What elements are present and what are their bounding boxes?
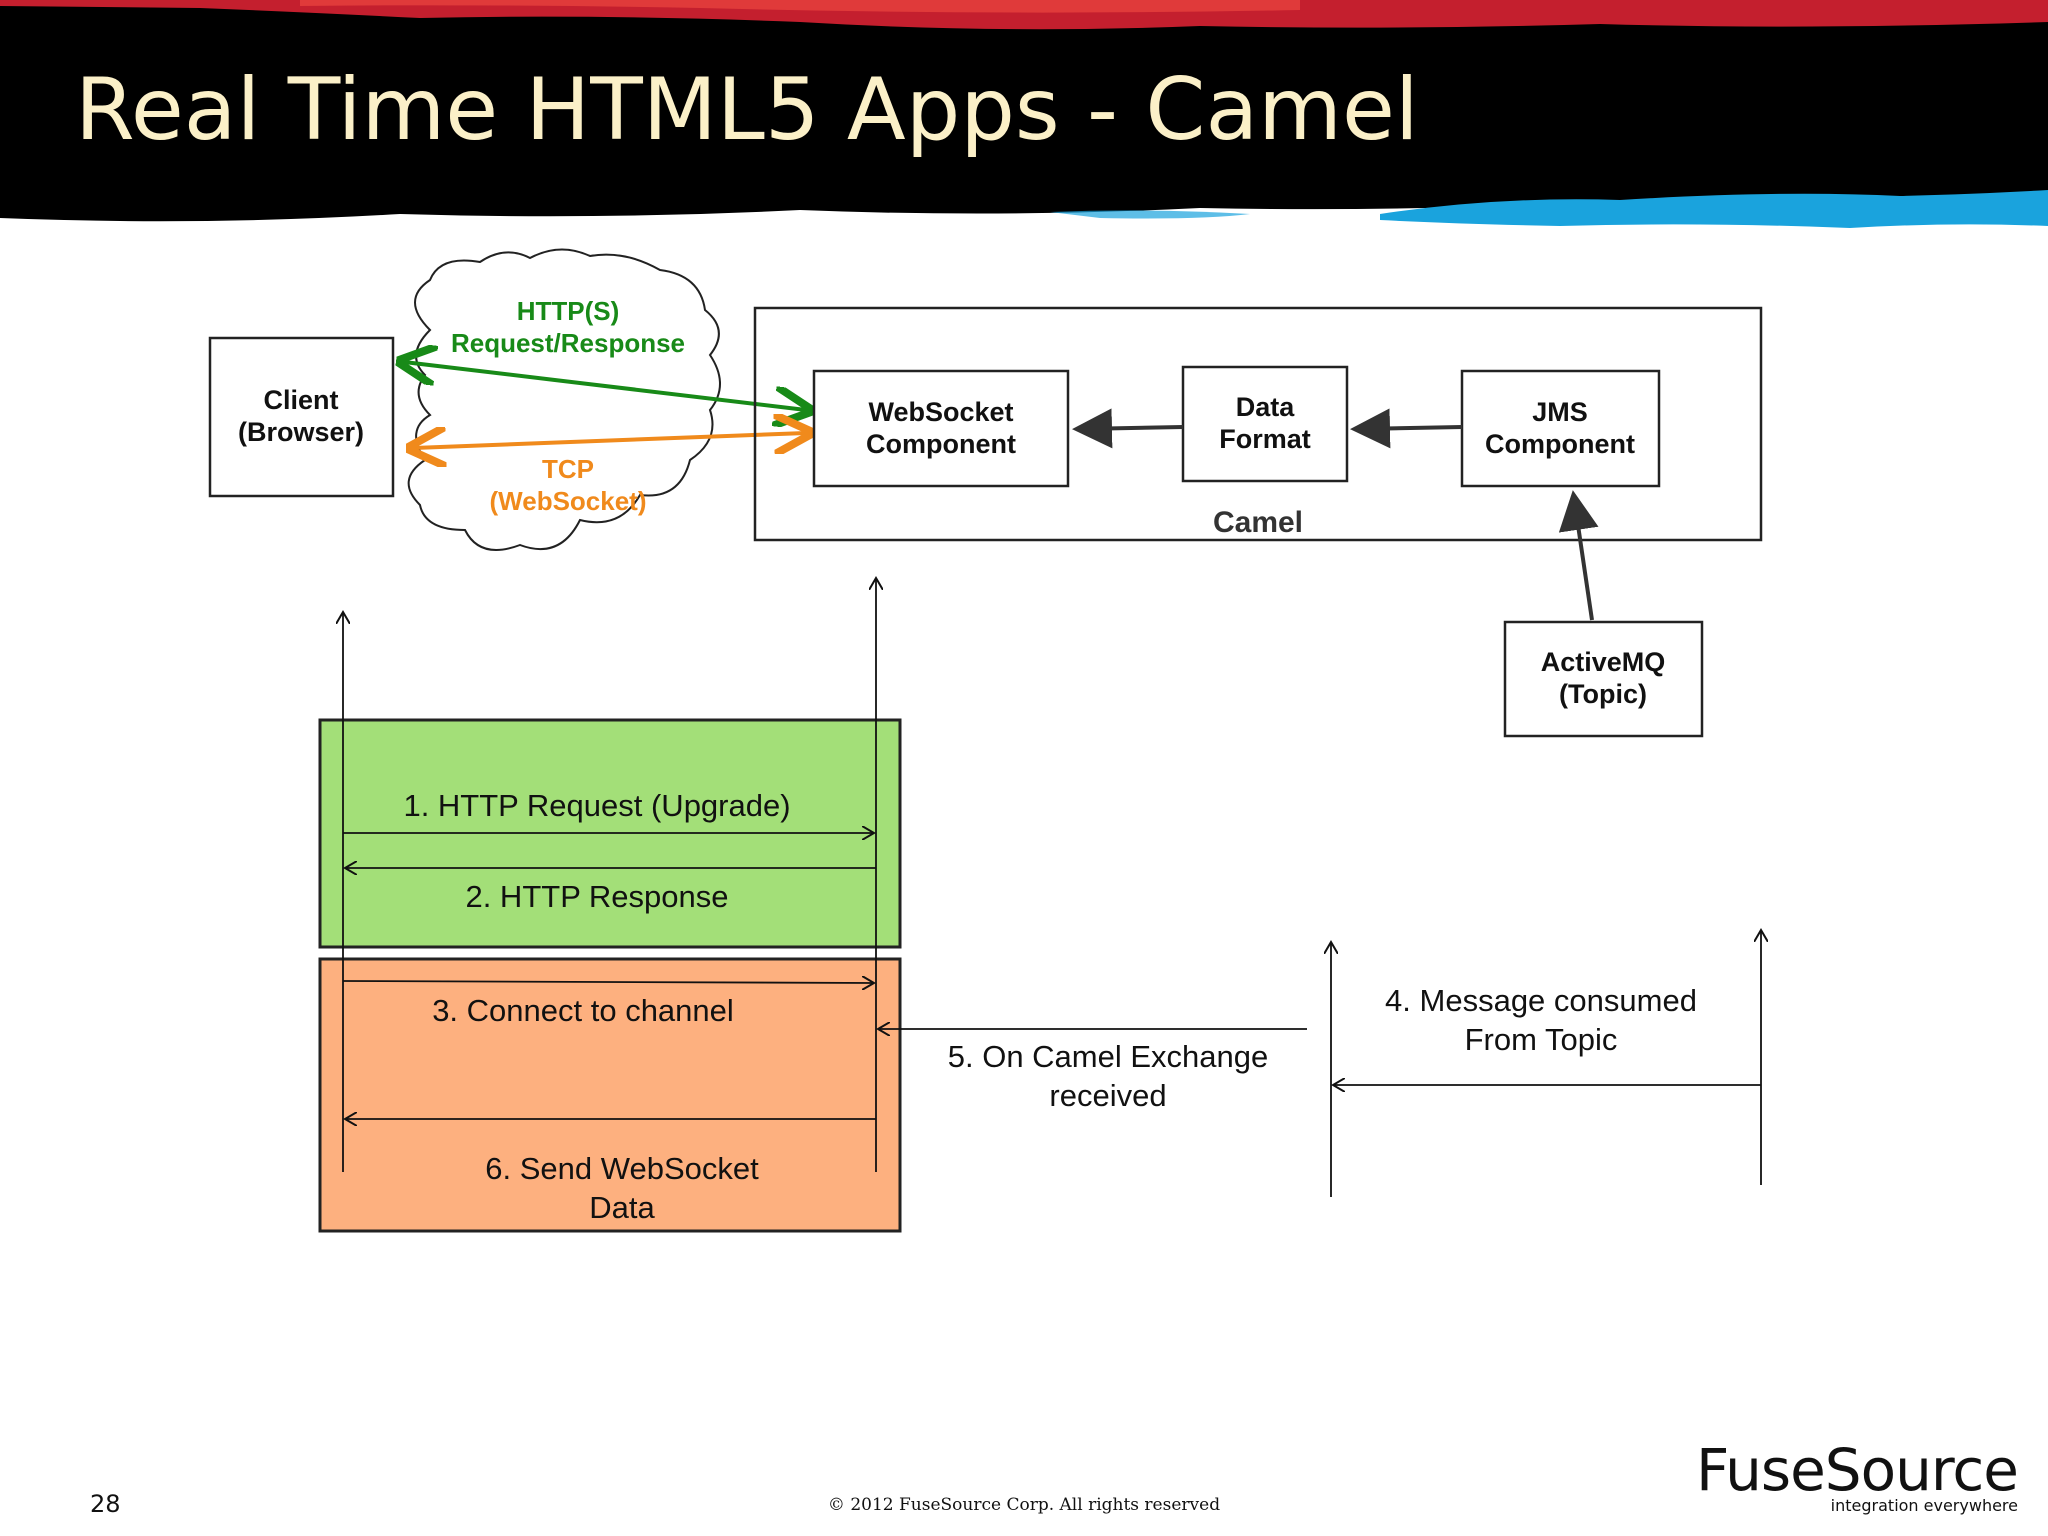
- websocket-label-2: Component: [866, 429, 1016, 459]
- cloud-http-label-2: Request/Response: [451, 328, 685, 358]
- step5-label-2: received: [1049, 1078, 1166, 1113]
- camel-container: Camel: [753, 306, 1763, 542]
- websocket-component-box: WebSocket Component: [812, 369, 1070, 488]
- logo-name: FuseSource: [1695, 1436, 2019, 1504]
- camel-label: Camel: [1213, 506, 1303, 539]
- data-format-label-2: Format: [1219, 424, 1311, 454]
- logo-tagline: integration everywhere: [1830, 1496, 2018, 1515]
- data-format-box: Data Format: [1181, 365, 1349, 483]
- fusesource-logo: FuseSource integration everywhere: [1695, 1436, 2019, 1515]
- client-box: Client (Browser): [208, 336, 395, 498]
- step4-label-2: From Topic: [1465, 1022, 1618, 1057]
- step2-label: 2. HTTP Response: [465, 879, 728, 914]
- red-brush-stroke: [0, 0, 2048, 30]
- header-band: [0, 0, 2048, 240]
- cloud-http-label-1: HTTP(S): [517, 296, 620, 326]
- red-brush-stroke-2: [300, 0, 1300, 13]
- client-label-2: (Browser): [238, 417, 364, 447]
- slide-title: Real Time HTML5 Apps - Camel: [75, 60, 1419, 160]
- jms-to-dataformat-arrow: [1350, 408, 1463, 449]
- step3-arrow: [342, 981, 874, 983]
- step5-label-1: 5. On Camel Exchange: [948, 1039, 1269, 1074]
- websocket-label-1: WebSocket: [868, 397, 1013, 427]
- websocket-phase-box: [318, 957, 902, 1233]
- tcp-arrow: [414, 433, 806, 448]
- step4-label-1: 4. Message consumed: [1385, 983, 1697, 1018]
- activemq-box: ActiveMQ (Topic): [1503, 620, 1704, 738]
- data-format-label-1: Data: [1236, 392, 1296, 422]
- copyright-notice: © 2012 FuseSource Corp. All rights reser…: [827, 1495, 1221, 1515]
- jms-label-1: JMS: [1532, 397, 1588, 427]
- step3-label: 3. Connect to channel: [432, 993, 734, 1028]
- client-label-1: Client: [263, 385, 338, 415]
- blue-brush-stroke: [1380, 190, 2048, 228]
- activemq-to-jms-arrow: [1558, 490, 1599, 621]
- activemq-label-1: ActiveMQ: [1541, 647, 1666, 677]
- jms-component-box: JMS Component: [1460, 369, 1661, 488]
- http-arrow: [404, 362, 806, 410]
- cloud-tcp-label-1: TCP: [542, 454, 594, 484]
- page-number: 28: [90, 1490, 121, 1518]
- cloud-tcp-label-2: (WebSocket): [490, 486, 647, 516]
- blue-brush-stroke-2: [1050, 210, 1250, 219]
- dataformat-to-websocket-arrow: [1072, 408, 1184, 449]
- jms-label-2: Component: [1485, 429, 1635, 459]
- activemq-label-2: (Topic): [1559, 679, 1647, 709]
- step1-label: 1. HTTP Request (Upgrade): [403, 788, 790, 823]
- step6-label-1: 6. Send WebSocket: [485, 1151, 759, 1186]
- step6-label-2: Data: [589, 1190, 655, 1225]
- network-cloud: HTTP(S) Request/Response TCP (WebSocket): [407, 248, 721, 551]
